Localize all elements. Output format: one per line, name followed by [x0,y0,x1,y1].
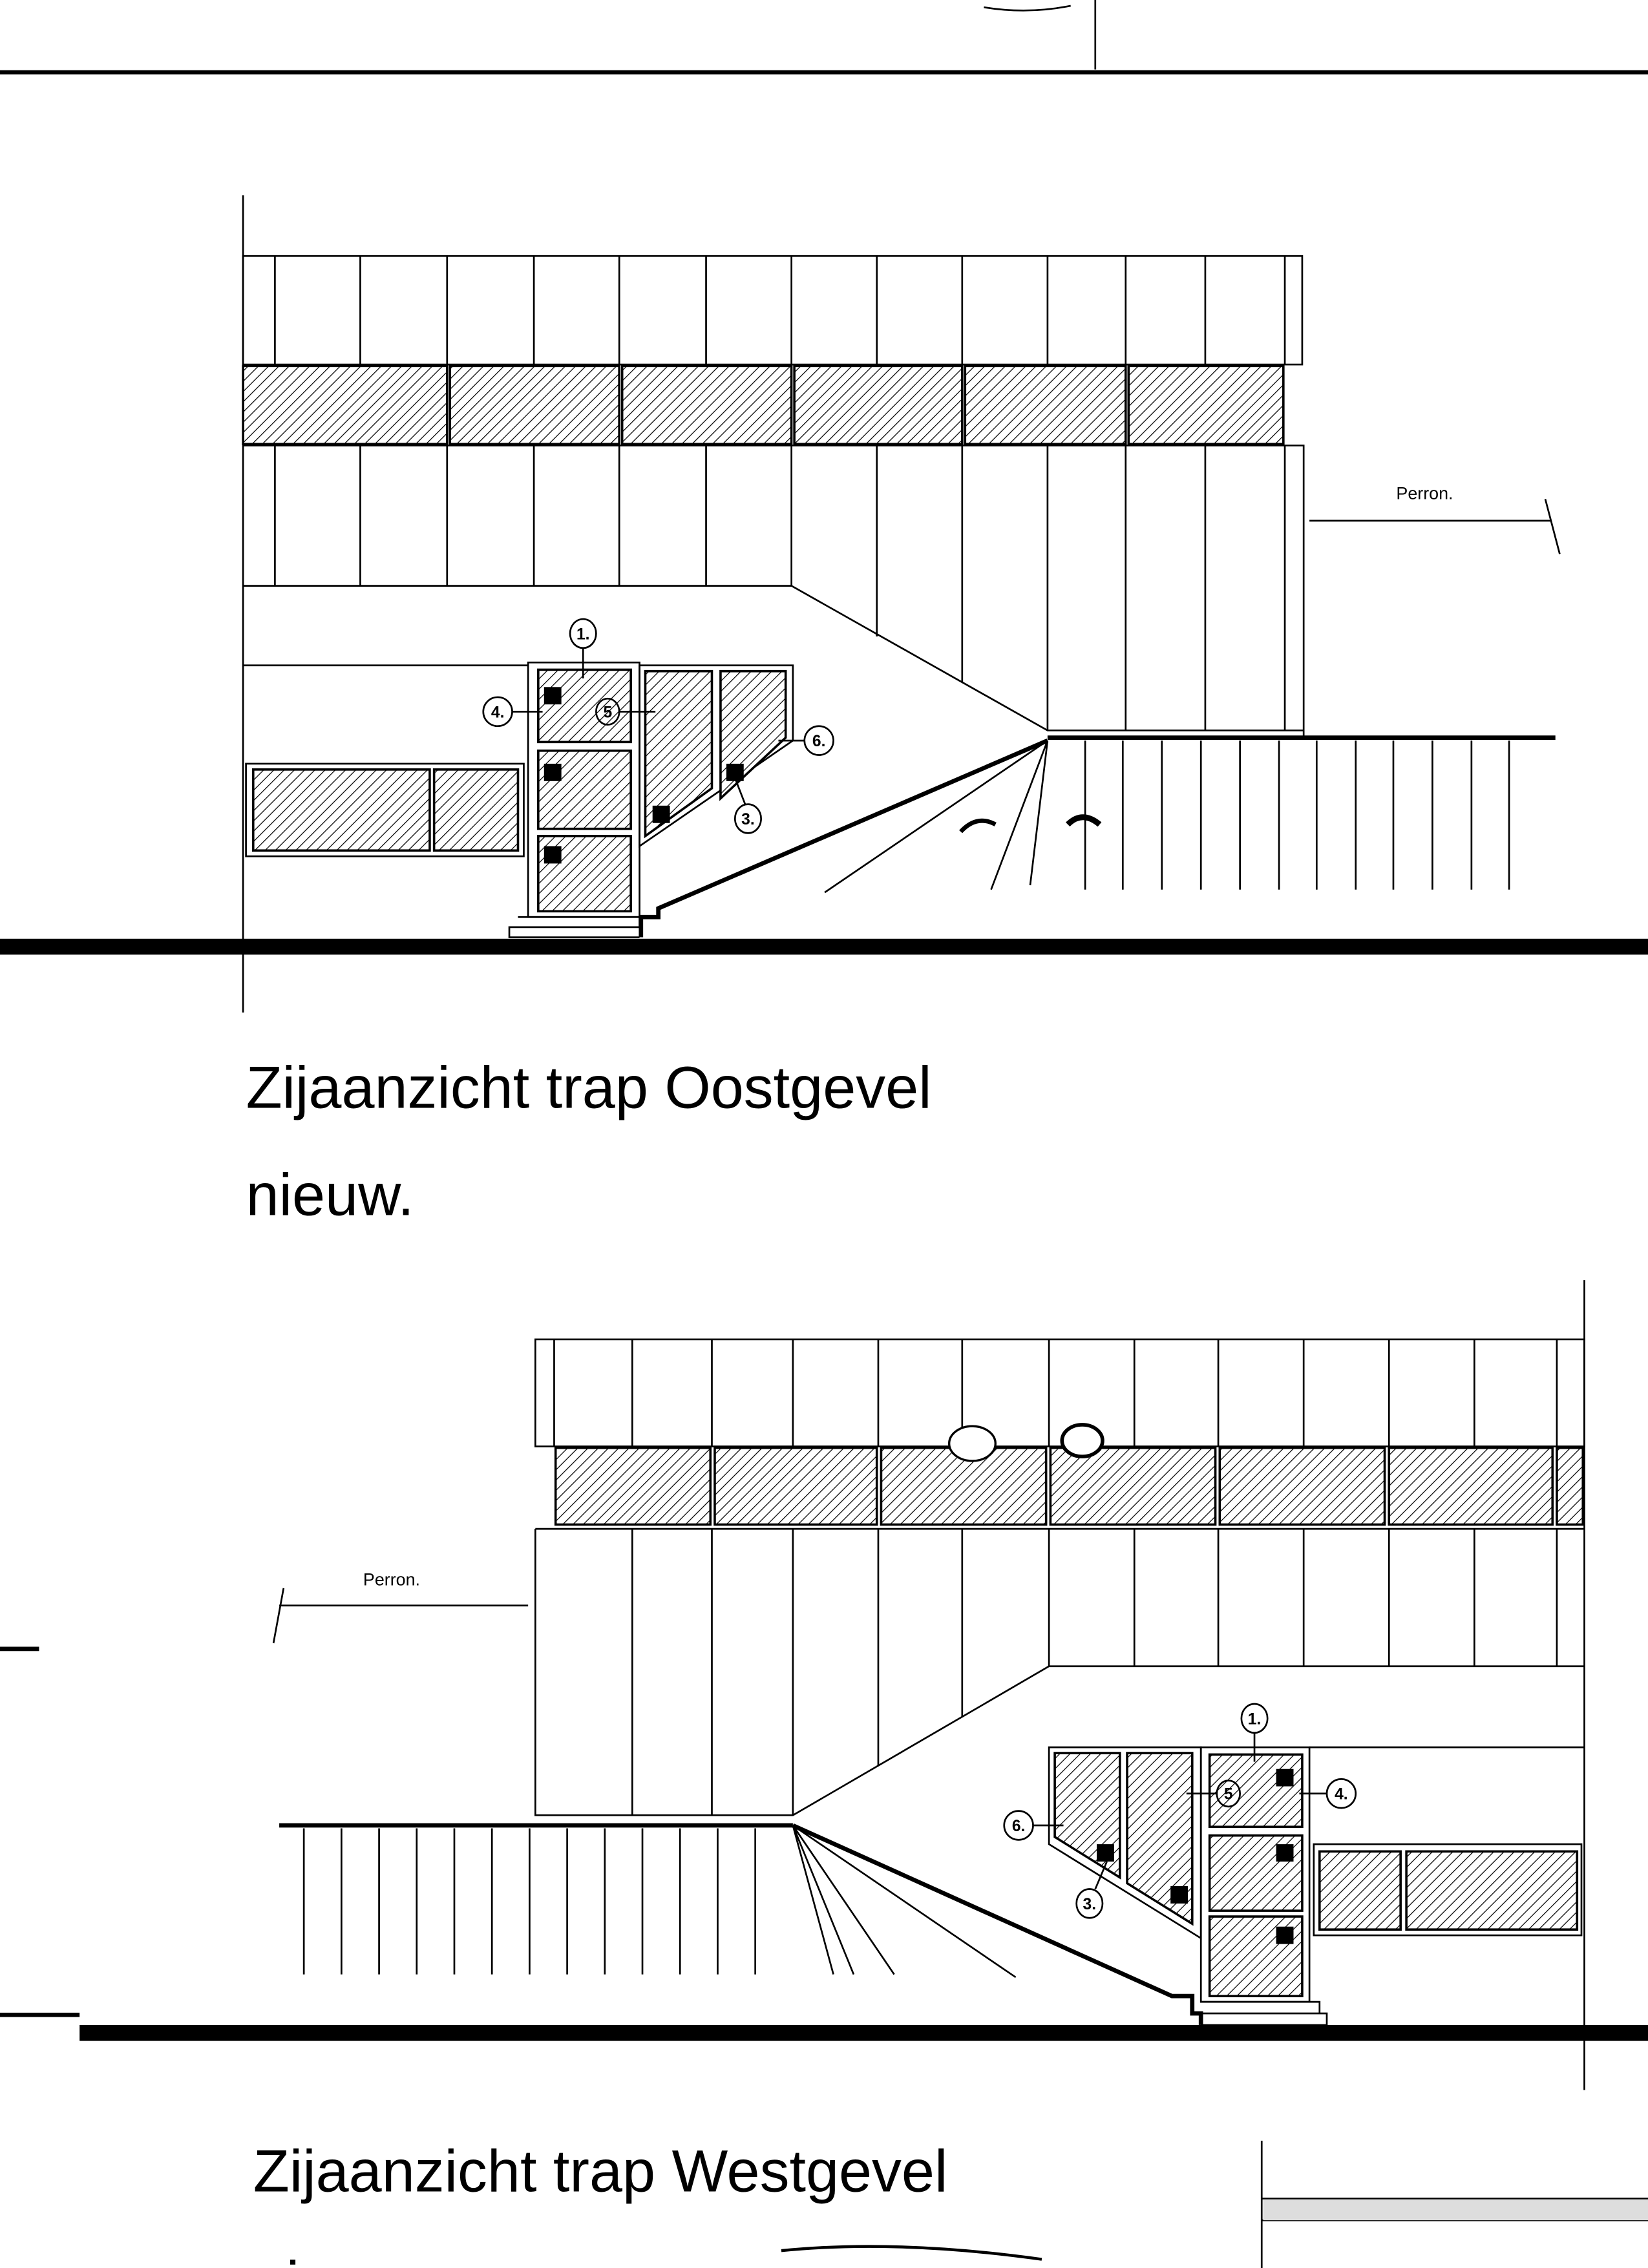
ground-line [0,938,1648,955]
svg-text:4.: 4. [1335,1786,1348,1803]
svg-text:4.: 4. [491,704,505,721]
upper-cladding-joints [274,256,1286,365]
callout-4: 4. [1299,1778,1357,1809]
hatched-band [554,1446,1585,1526]
callout-4: 4. [482,696,543,728]
svg-text:6.: 6. [1012,1818,1026,1835]
callout-1: 1. [569,618,597,678]
callout-6: 6. [1003,1810,1064,1841]
sheet-border [0,0,1648,75]
west-title-line1: Zijaanzicht trap Westgevel [253,2138,948,2204]
perron-label: Perron. [1396,483,1453,503]
callout-6: 6. [778,725,834,756]
svg-text:1.: 1. [1248,1710,1262,1728]
stair-stringer [639,739,1049,938]
stair-stringer [792,1823,1203,2025]
svg-text:3.: 3. [1083,1896,1097,1913]
west-title-line2: nieuw [253,2250,409,2268]
svg-text:6.: 6. [812,733,826,750]
perron-label: Perron. [363,1570,420,1589]
east-title-line1: Zijaanzicht trap Oostgevel [246,1055,932,1121]
callout-3: 3. [1075,1861,1108,1919]
hatched-band [242,364,1285,446]
callout-5: 5 [595,697,656,726]
east-facade-elevation: Perron. 1. 4. 5 6. 3. [242,195,1561,1013]
svg-text:3.: 3. [741,811,755,828]
svg-text:5: 5 [603,704,612,721]
callout-3: 3. [734,777,762,834]
east-title-line2: nieuw. [246,1162,414,1228]
title-block [781,2141,1648,2268]
ground-line [79,2024,1648,2041]
fixing-point [544,687,562,705]
svg-text:1.: 1. [576,625,590,643]
window-panel [432,768,520,852]
callout-1: 1. [1240,1703,1269,1762]
window-panel [252,768,431,852]
svg-text:5: 5 [1224,1786,1233,1803]
west-facade-elevation: Perron. 1. 5 4. 6. 3. [272,1280,1585,2090]
callout-5: 5 [1186,1780,1241,1808]
